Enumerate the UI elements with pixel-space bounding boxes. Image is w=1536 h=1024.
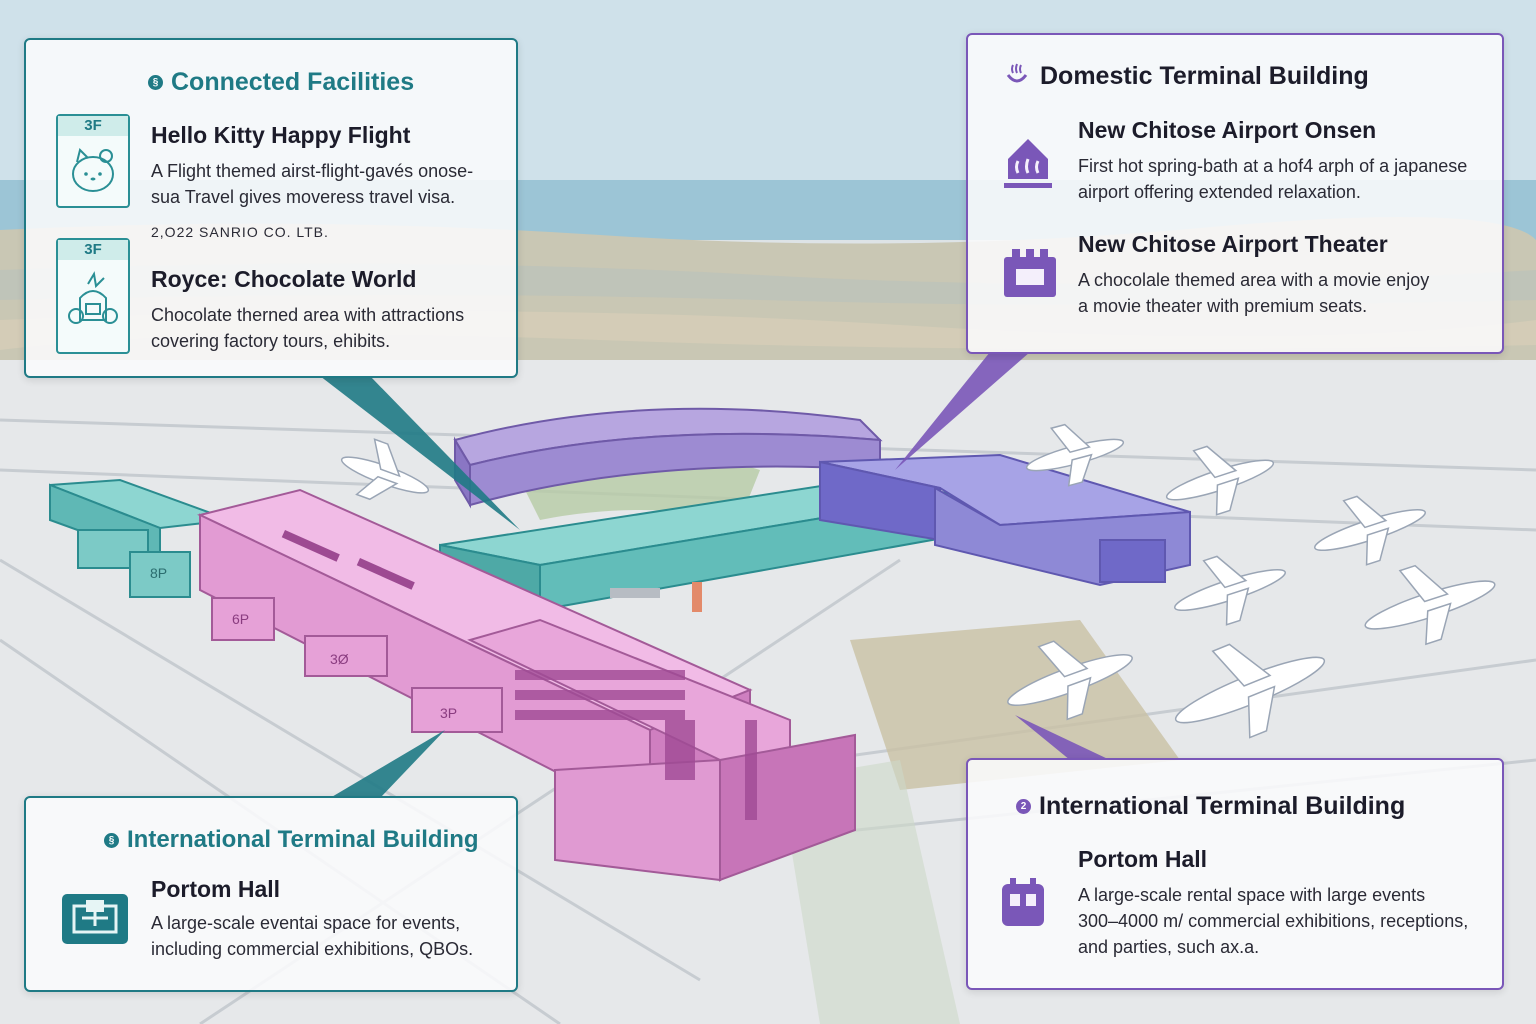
gate-label-6p: 6P [232, 611, 249, 627]
theater-desc-2: a movie theater with premium seats. [1078, 296, 1368, 316]
international-left-heading: § International Terminal Building [104, 826, 479, 854]
royce-floor-card: 3F [56, 238, 130, 354]
event-hall-icon [62, 894, 128, 944]
hello-kitty-desc-2: sua Travel gives moveress travel visa. [151, 187, 456, 207]
domestic-terminal-panel: Domestic Terminal Building New Chitose A… [966, 33, 1504, 354]
info-dot-icon: § [148, 75, 163, 90]
royce-title: Royce: Chocolate World [151, 266, 417, 292]
portom-hall-left-title: Portom Hall [151, 876, 281, 902]
hello-kitty-title: Hello Kitty Happy Flight [151, 122, 411, 148]
international-left-pointer [330, 730, 445, 798]
hello-kitty-desc-1: A Flight themed airst-flight-gavés onose… [151, 161, 474, 181]
domestic-pointer [895, 352, 1030, 470]
chocolate-factory-icon [68, 271, 118, 324]
theater-title: New Chitose Airport Theater [1078, 231, 1388, 257]
floor-tag: 3F [58, 116, 128, 136]
onsen-desc-1: First hot spring-bath at a hof4 arph of … [1078, 156, 1468, 176]
gate-label-8p: 8P [150, 565, 167, 581]
hello-kitty-icon [72, 148, 114, 192]
connected-facilities-panel: § Connected Facilities 3F Hello Kitty Ha… [24, 38, 518, 378]
onsen-icon [1006, 63, 1028, 83]
portom-hall-right-desc-1: A large-scale rental space with large ev… [1078, 885, 1426, 905]
portom-hall-right-desc-2: 300–4000 m/ commercial exhibitions, rece… [1078, 911, 1469, 931]
gate-label-3o: 3Ø [330, 651, 349, 667]
airplanes [340, 423, 1496, 739]
hot-spring-icon [1004, 139, 1052, 188]
international-right-pointer [1015, 715, 1110, 760]
portom-hall-right-title: Portom Hall [1078, 846, 1208, 872]
theater-icon [1004, 249, 1056, 297]
rental-space-icon [1002, 878, 1044, 926]
royce-desc-2: covering factory tours, ehibits. [151, 331, 391, 351]
connected-facilities-pointer [320, 376, 520, 530]
info-dot-icon: 2 [1016, 799, 1031, 814]
copyright-note: 2,O22 SANRIO CO. LTB. [151, 224, 329, 240]
onsen-desc-2: airport offering extended relaxation. [1078, 182, 1361, 202]
connected-facilities-heading: § Connected Facilities [148, 68, 414, 97]
hello-kitty-floor-card: 3F [56, 114, 130, 208]
international-right-panel: 2 International Terminal Building Portom… [966, 758, 1504, 990]
portom-hall-right-desc-3: and parties, such ax.a. [1078, 937, 1260, 957]
onsen-title: New Chitose Airport Onsen [1078, 117, 1377, 143]
theater-desc-1: A chocolale themed area with a movie enj… [1078, 270, 1430, 290]
portom-hall-left-desc-2: including commercial exhibitions, QBOs. [151, 939, 474, 959]
gate-label-3p: 3P [440, 705, 457, 721]
royce-desc-1: Chocolate therned area with attractions [151, 305, 465, 325]
international-left-panel: § International Terminal Building Portom… [24, 796, 518, 992]
international-right-heading: 2 International Terminal Building [1016, 792, 1405, 821]
portom-hall-left-desc-1: A large-scale eventaі space for events, [151, 913, 461, 933]
floor-tag: 3F [58, 240, 128, 260]
info-dot-icon: § [104, 832, 119, 848]
domestic-terminal-heading: Domestic Terminal Building [1002, 61, 1369, 91]
